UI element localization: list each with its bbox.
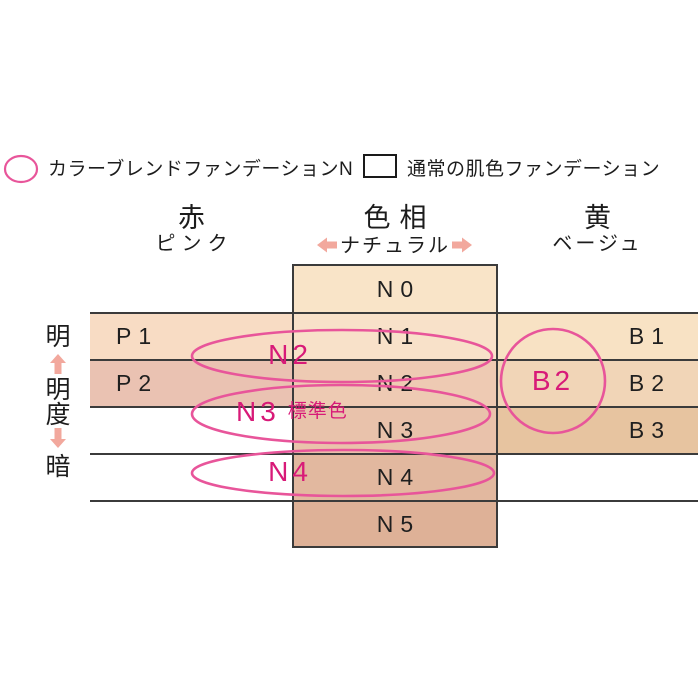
n-column-top-border (293, 264, 497, 266)
header-hue-title: 色相 (363, 203, 436, 233)
n3-annotation-group: N3 標準色 (236, 397, 348, 427)
b2-annotation-label: B2 (531, 365, 575, 396)
row-line-2 (90, 359, 698, 361)
cell-n5-label: N5 (376, 511, 421, 537)
row-line-1 (90, 312, 698, 314)
cell-p2-label: P2 (116, 370, 159, 396)
cell-n1-label: N1 (376, 323, 421, 349)
header-yellow-title: 黄 (584, 203, 611, 233)
cell-n3-label: N3 (376, 417, 421, 443)
axis-meido-char1: 明 (45, 376, 71, 404)
n3-standard-color-note: 標準色 (287, 401, 348, 422)
header-hue-sub: ナチュラル (340, 235, 450, 257)
cell-n0: N0 (293, 265, 497, 313)
legend-ellipse-marker-icon (3, 154, 39, 184)
cell-b3: B3 (497, 407, 698, 454)
cell-n0-label: N0 (376, 275, 421, 302)
cell-n4-label: N4 (376, 464, 421, 490)
cell-b1-label: B1 (628, 323, 671, 349)
n3-annotation-label: N3 (236, 396, 280, 427)
n2-annotation-label: N2 (268, 339, 312, 370)
cell-b3-label: B3 (628, 417, 671, 443)
square-marker-icon (363, 154, 397, 178)
cell-n2-label: N2 (376, 370, 421, 396)
n-column-bottom-border (293, 546, 497, 548)
axis-bright-label: 明 (45, 323, 71, 351)
legend-blend-label: カラーブレンドファンデーションN (48, 159, 354, 180)
cell-n5: N5 (293, 501, 497, 548)
cell-b2-label: B2 (628, 370, 671, 396)
brightness-up-arrow-icon (50, 354, 66, 374)
row-line-5 (90, 500, 698, 502)
axis-meido-char2: 度 (45, 401, 71, 429)
row-line-4 (90, 453, 698, 455)
axis-dark-label: 暗 (45, 453, 71, 481)
row-line-3 (90, 406, 698, 408)
cell-p1-label: P1 (116, 323, 159, 349)
legend-normal-label: 通常の肌色ファンデーション (407, 159, 661, 180)
header-yellow-sub: ベージュ (552, 233, 643, 255)
brightness-down-arrow-icon (50, 428, 66, 448)
header-red-sub: ピンク (155, 233, 234, 255)
cell-b1: B1 (497, 313, 698, 360)
n4-annotation-label: N4 (268, 456, 312, 487)
header-red-title: 赤 (178, 203, 205, 233)
